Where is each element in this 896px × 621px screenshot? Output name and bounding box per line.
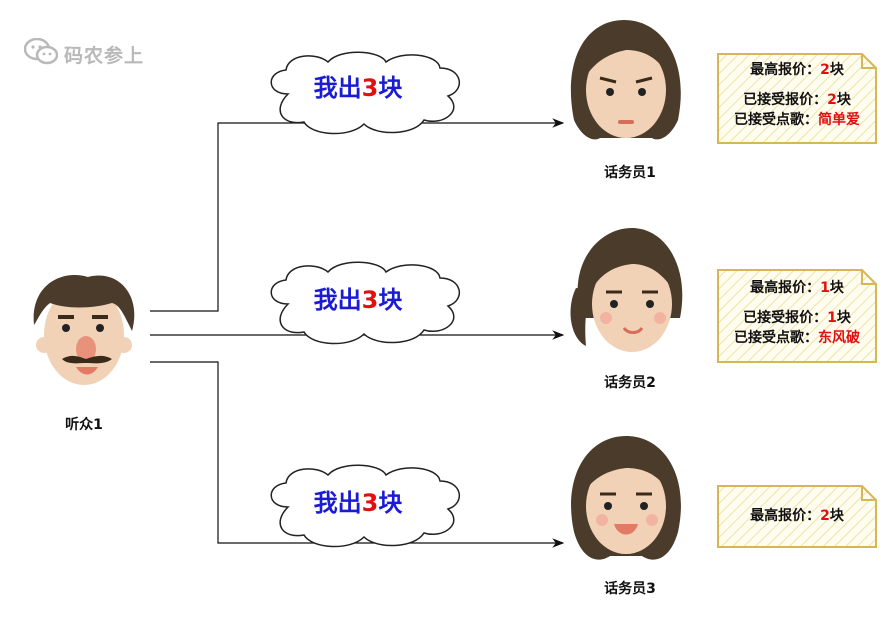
cloud-text-3: 我出3块 [283, 483, 433, 518]
note-1-accepted-song: 已接受点歌：简单爱 [734, 112, 860, 128]
cloud-shape-2 [270, 261, 460, 345]
listener-label: 听众1 [65, 417, 103, 433]
listener-avatar [33, 275, 135, 385]
cloud-shape-3 [270, 464, 460, 548]
note-1-max-bid: 最高报价：2块 [750, 62, 844, 78]
note-2-accepted-bid: 已接受报价：1块 [743, 310, 851, 326]
cloud-3-suffix: 块 [378, 489, 403, 517]
note-1-accepted-bid: 已接受报价：2块 [743, 92, 851, 108]
cloud-text-2: 我出3块 [283, 280, 433, 315]
watermark: 码农参上 [23, 37, 145, 71]
cloud-3-number: 3 [361, 489, 379, 517]
note-2: 最高报价：1块 已接受报价：1块 已接受点歌：东风破 [722, 278, 872, 348]
note-shape-3 [717, 485, 877, 548]
watermark-text: 码农参上 [64, 45, 145, 67]
cloud-1-number: 3 [361, 74, 379, 102]
note-shape-2 [717, 269, 877, 363]
operator-2-label: 话务员2 [604, 375, 656, 391]
cloud-shape-1 [270, 51, 460, 135]
cloud-2-number: 3 [361, 286, 379, 314]
note-3: 最高报价：2块 [722, 506, 872, 526]
cloud-text-1: 我出3块 [283, 68, 433, 103]
operator-1-avatar [570, 20, 681, 140]
note-2-accepted-song: 已接受点歌：东风破 [734, 330, 860, 346]
wechat-icon [23, 37, 59, 71]
note-shape-1 [717, 53, 877, 144]
cloud-3-prefix: 我出 [313, 489, 362, 517]
operator-3-avatar [571, 436, 681, 560]
note-1: 最高报价：2块 已接受报价：2块 已接受点歌：简单爱 [722, 60, 872, 130]
note-3-max-bid: 最高报价：2块 [750, 508, 844, 524]
cloud-1-suffix: 块 [378, 74, 403, 102]
cloud-2-suffix: 块 [378, 286, 403, 314]
note-2-max-bid: 最高报价：1块 [750, 280, 844, 296]
operator-2-avatar [570, 228, 683, 352]
cloud-2-prefix: 我出 [313, 286, 362, 314]
operator-1-label: 话务员1 [604, 165, 656, 181]
cloud-1-prefix: 我出 [313, 74, 362, 102]
operator-3-label: 话务员3 [604, 581, 656, 597]
